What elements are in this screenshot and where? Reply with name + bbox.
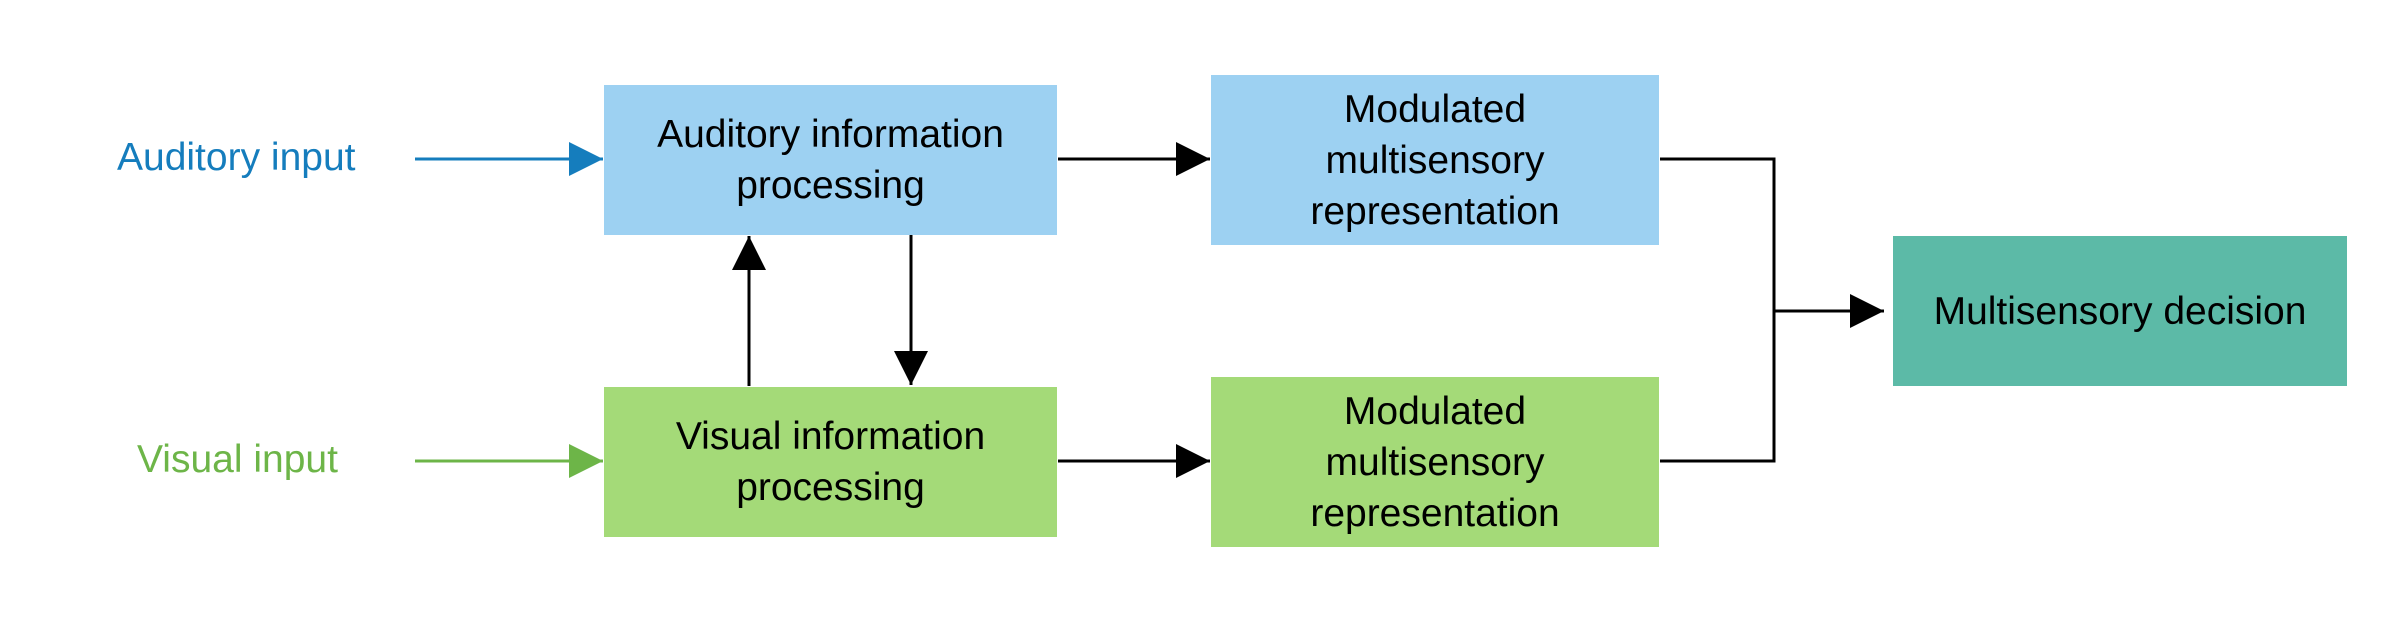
auditory-input-label: Auditory input — [117, 136, 356, 179]
auditory-merge-line — [1660, 157, 1776, 311]
auditory-modulated-node: Modulated multisensory representation — [1211, 75, 1659, 245]
visual-processing-node: Visual information processing — [604, 387, 1057, 537]
auditory-modulated-label: Modulated multisensory representation — [1310, 87, 1560, 233]
visual-merge-line — [1660, 311, 1776, 463]
visual-processing-label: Visual information processing — [675, 415, 986, 509]
decision-label: Multisensory decision — [1933, 289, 2307, 333]
auditory-processing-label: Auditory information processing — [657, 113, 1004, 207]
visual-modulated-label: Modulated multisensory representation — [1310, 389, 1560, 535]
visual-modulated-node: Modulated multisensory representation — [1211, 377, 1659, 547]
auditory-processing-node: Auditory information processing — [604, 85, 1057, 235]
decision-node: Multisensory decision — [1893, 236, 2347, 386]
visual-input-label: Visual input — [137, 438, 338, 481]
